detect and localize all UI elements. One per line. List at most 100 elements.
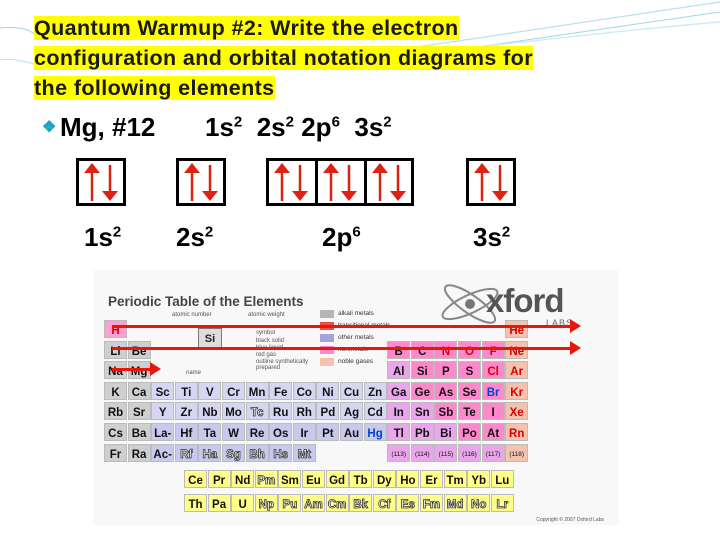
element-cell: Sr bbox=[127, 402, 151, 421]
element-cell: Sm bbox=[278, 470, 302, 488]
orbital-label-exponent: 2 bbox=[204, 223, 214, 241]
element-cell: Rn bbox=[505, 423, 529, 441]
orbital-label-2s: 2s2 bbox=[176, 222, 213, 253]
element-cell: Te bbox=[458, 402, 481, 421]
electron-configuration: 1s2 2s2 2p6 3s2 bbox=[205, 112, 392, 143]
element-cell: Ti bbox=[174, 381, 198, 400]
orbital-box-2p bbox=[266, 158, 414, 206]
spin-pair-arrows-icon bbox=[84, 163, 118, 201]
key-label: black solid bbox=[256, 338, 285, 344]
element-cell: Gd bbox=[325, 470, 349, 488]
legend-label: alkali metals bbox=[338, 310, 374, 317]
orbital-cell bbox=[315, 161, 362, 203]
element-prompt-text: Mg, #12 bbox=[60, 112, 156, 142]
element-cell: (115) bbox=[434, 443, 458, 462]
legend-label: noble gases bbox=[338, 358, 374, 365]
title-line-1: Quantum Warmup #2: Write the electron bbox=[34, 16, 459, 40]
element-cell: Bk bbox=[349, 494, 373, 512]
element-cell: Ar bbox=[505, 361, 529, 380]
period-2-arrow-head-icon bbox=[570, 341, 581, 355]
orbital-cell bbox=[469, 161, 513, 203]
key-label: atomic number bbox=[172, 312, 212, 318]
config-term-exponent: 2 bbox=[383, 113, 392, 131]
element-cell: Pb bbox=[410, 423, 434, 441]
legend-label: other metals bbox=[338, 334, 374, 341]
element-cell: Y bbox=[151, 402, 175, 421]
element-cell: (113) bbox=[387, 443, 411, 462]
element-cell: Ta bbox=[198, 423, 222, 441]
element-cell: Cl bbox=[481, 361, 505, 380]
element-cell: At bbox=[481, 423, 505, 441]
element-prompt: ❖Mg, #12 bbox=[42, 112, 155, 143]
periodic-table-image: Periodic Table of the Elements xford LAB… bbox=[94, 270, 618, 525]
copyright-text: Copyright © 2007 Oxford Labs bbox=[536, 517, 604, 523]
legend-swatch bbox=[320, 334, 334, 342]
element-cell: Es bbox=[396, 494, 420, 512]
element-cell: Fr bbox=[104, 443, 127, 462]
element-cell: Hg bbox=[363, 423, 387, 441]
key-label: outline synthetically prepared bbox=[256, 359, 309, 371]
orbital-label-exponent: 6 bbox=[352, 223, 361, 241]
element-cell: Tl bbox=[387, 423, 411, 441]
element-cell: (118) bbox=[505, 443, 529, 462]
element-cell: Co bbox=[292, 381, 316, 400]
element-cell: As bbox=[434, 381, 458, 400]
legend-swatch bbox=[320, 358, 334, 366]
element-cell: Cu bbox=[340, 381, 363, 400]
title-line-3: the following elements bbox=[34, 76, 275, 100]
element-cell: Lr bbox=[490, 494, 514, 512]
element-cell: Eu bbox=[302, 470, 325, 488]
element-cell: Si bbox=[410, 361, 434, 380]
period-1-arrow-head-icon bbox=[570, 319, 581, 333]
period-3-arrow-head-icon bbox=[150, 362, 161, 376]
element-cell: Ac- bbox=[151, 443, 175, 462]
element-cell: Hf bbox=[174, 423, 198, 441]
key-label: symbol bbox=[256, 330, 276, 336]
element-cell: Kr bbox=[505, 381, 529, 400]
element-cell: Ha bbox=[198, 443, 222, 462]
element-cell: Ho bbox=[396, 470, 420, 488]
element-cell: Ge bbox=[410, 381, 434, 400]
orbital-cell bbox=[79, 161, 123, 203]
orbital-label-text: 1s bbox=[84, 222, 113, 252]
element-cell: Fm bbox=[420, 494, 443, 512]
element-cell: Cs bbox=[104, 423, 127, 441]
element-cell: Yb bbox=[467, 470, 491, 488]
element-cell: Al bbox=[387, 361, 411, 380]
element-cell: S bbox=[458, 361, 481, 380]
element-cell: Po bbox=[458, 423, 481, 441]
spin-pair-arrows-icon bbox=[274, 163, 308, 201]
element-cell: Fe bbox=[269, 381, 293, 400]
element-cell: Br bbox=[481, 381, 505, 400]
element-cell: Ba bbox=[127, 423, 151, 441]
element-cell: Dy bbox=[372, 470, 396, 488]
element-cell: Lu bbox=[490, 470, 514, 488]
element-cell: Cr bbox=[222, 381, 245, 400]
element-cell: Bi bbox=[434, 423, 458, 441]
orbital-cell bbox=[364, 161, 411, 203]
element-cell: (117) bbox=[481, 443, 505, 462]
orbital-label-3s: 3s2 bbox=[473, 222, 510, 253]
element-cell: Mt bbox=[292, 443, 316, 462]
element-cell: Ga bbox=[387, 381, 411, 400]
element-cell: Nb bbox=[198, 402, 222, 421]
element-cell: La- bbox=[151, 423, 175, 441]
element-cell: Np bbox=[254, 494, 278, 512]
orbital-cell bbox=[269, 161, 313, 203]
config-term-exponent: 6 bbox=[331, 113, 340, 131]
element-cell: Sb bbox=[434, 402, 458, 421]
element-cell: Zr bbox=[174, 402, 198, 421]
element-cell: In bbox=[387, 402, 411, 421]
element-cell: I bbox=[481, 402, 505, 421]
key-label: red gas bbox=[256, 352, 277, 358]
element-cell: W bbox=[222, 423, 245, 441]
element-cell: Pm bbox=[254, 470, 278, 488]
element-cell: Zn bbox=[363, 381, 387, 400]
oxford-labs-logo-icon bbox=[441, 284, 499, 324]
element-cell: Mo bbox=[222, 402, 245, 421]
logo-subtext: LABS bbox=[546, 318, 574, 328]
element-cell: Pu bbox=[278, 494, 302, 512]
element-cell: H bbox=[104, 320, 127, 338]
element-cell: V bbox=[198, 381, 222, 400]
element-cell: Er bbox=[420, 470, 443, 488]
